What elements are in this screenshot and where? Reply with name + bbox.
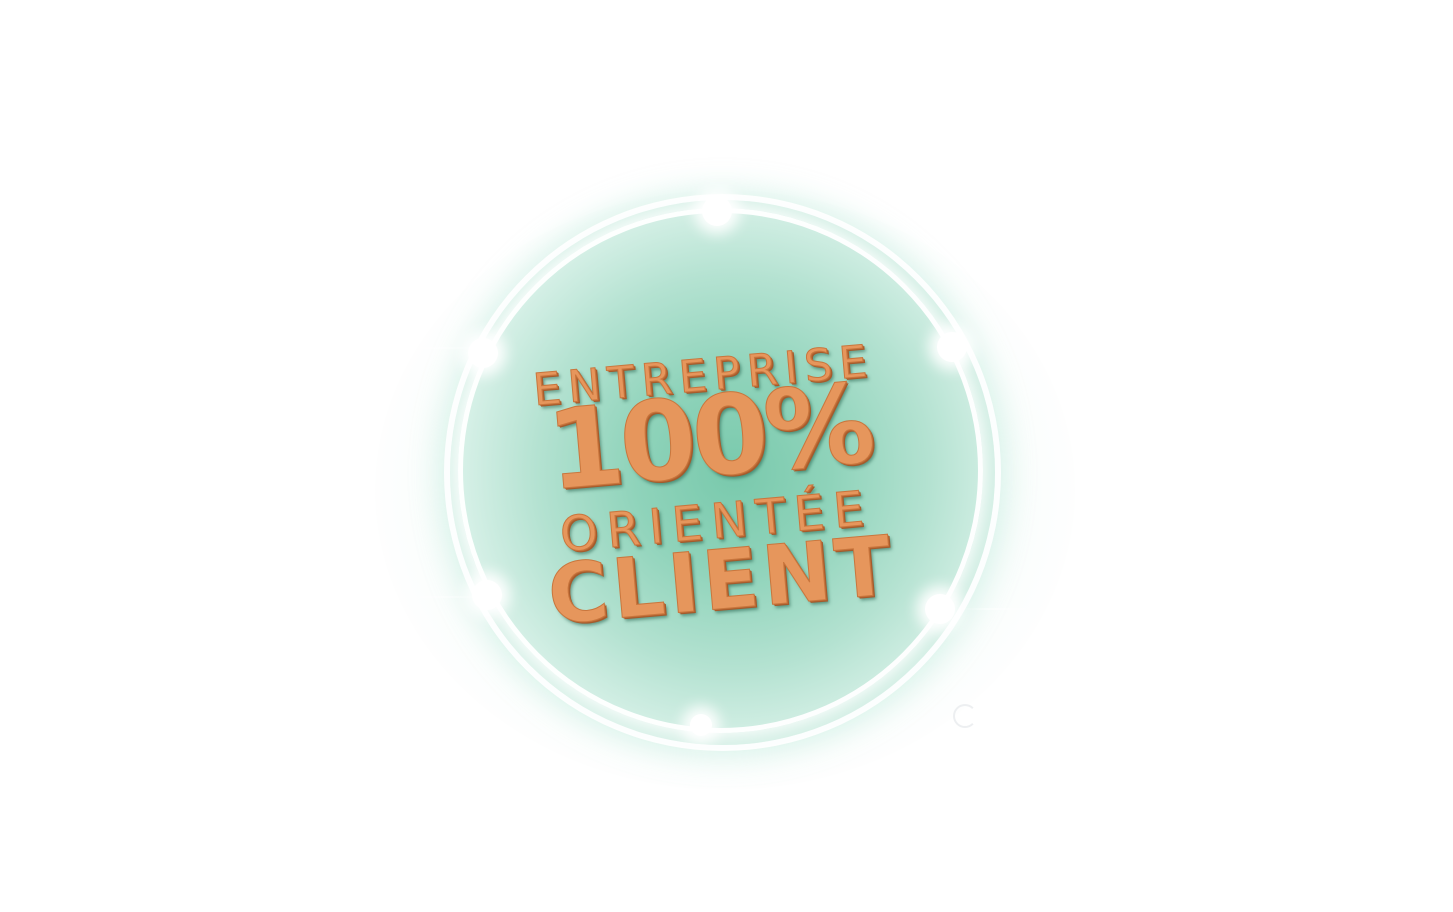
light-flare-left-top	[395, 347, 525, 349]
partial-logo-mark	[953, 704, 977, 728]
light-flare-left-bottom	[405, 596, 525, 598]
ring-light-dot-right-bottom	[925, 594, 955, 624]
ring-light-dot-bottom	[690, 714, 712, 736]
light-flare-right-bottom	[930, 608, 1040, 610]
ring-light-dot-top	[702, 196, 732, 226]
ring-light-dot-left-top	[468, 338, 498, 368]
ring-light-dot-right-top	[937, 332, 967, 362]
ring-light-dot-left-bottom	[472, 580, 502, 610]
